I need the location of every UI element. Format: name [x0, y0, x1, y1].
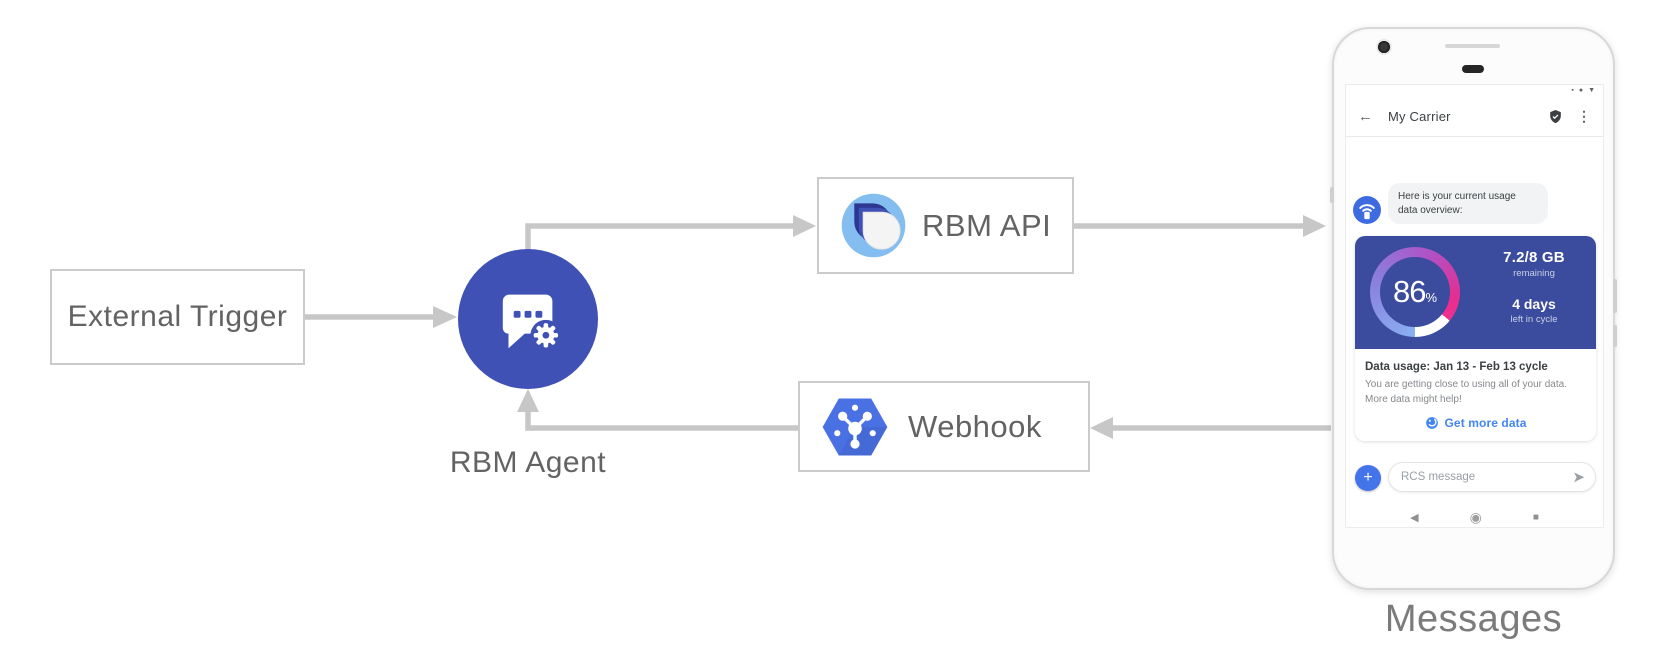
usage-card-body: Data usage: Jan 13 - Feb 13 cycle You ar… [1355, 349, 1596, 441]
rbm-api-logo-icon [841, 193, 906, 258]
chat-agent-icon [502, 294, 562, 351]
usage-percent-unit: % [1425, 290, 1438, 305]
usage-card-title: Data usage: Jan 13 - Feb 13 cycle [1365, 361, 1548, 373]
message-compose-bar: ➤ [1388, 462, 1596, 492]
verified-shield-icon [1550, 109, 1561, 123]
rcs-message-input[interactable] [1399, 470, 1567, 484]
webhook-node: Webhook [798, 381, 1090, 472]
usage-percent-value: 86 [1392, 274, 1426, 309]
send-icon[interactable]: ➤ [1572, 469, 1585, 486]
volume-button [1613, 325, 1617, 347]
speaker-grille [1445, 44, 1500, 48]
usage-gauge: 86% [1370, 247, 1460, 337]
data-remaining-value: 7.2/8 GB [1503, 249, 1565, 266]
status-triangle-icon: ▼ [1588, 87, 1595, 94]
agent-message-bubble: Here is your current usage data overview… [1388, 183, 1548, 224]
usage-card-description-line2: More data might help! [1365, 393, 1462, 405]
usage-card-description: You are getting close to using all of yo… [1365, 378, 1586, 407]
status-dot-icon: ● [1578, 87, 1584, 94]
power-button [1613, 279, 1617, 313]
arrowhead-to-rbm-api [793, 215, 816, 237]
pubsub-hexagon-icon [822, 397, 888, 456]
usage-percent: 86% [1393, 274, 1437, 310]
usage-card-header: 86% 7.2/8 GB remaining 4 days left in cy… [1355, 236, 1596, 349]
usage-stats-column: 7.2/8 GB remaining 4 days left in cycle [1479, 249, 1589, 325]
days-left-caption: left in cycle [1510, 314, 1558, 325]
sim-tray [1330, 187, 1334, 203]
attach-plus-button[interactable]: + [1355, 465, 1381, 491]
phone-screen: ▪ ● ▼ ← My Carrier ⋮ [1345, 84, 1604, 528]
arrowhead-to-phone [1303, 215, 1326, 237]
plus-icon: + [1363, 469, 1373, 486]
phone-mockup: ▪ ● ▼ ← My Carrier ⋮ [1330, 27, 1617, 590]
data-remaining-caption: remaining [1513, 268, 1555, 279]
status-bar: ▪ ● ▼ [1571, 87, 1595, 94]
nav-recents-icon[interactable]: ■ [1532, 511, 1539, 523]
rbm-api-node: RBM API [817, 177, 1074, 274]
overflow-menu-icon[interactable]: ⋮ [1577, 107, 1591, 124]
webhook-label: Webhook [908, 408, 1042, 444]
android-nav-bar: ◀ ◉ ■ [1346, 504, 1603, 527]
app-bar: ← My Carrier ⋮ [1346, 99, 1603, 133]
rbm-agent-label: RBM Agent [449, 446, 607, 479]
carrier-avatar-icon [1353, 196, 1381, 224]
front-camera [1378, 41, 1390, 53]
external-trigger-node: External Trigger [50, 269, 305, 365]
get-more-data-button[interactable]: Get more data [1365, 416, 1586, 430]
nav-back-icon[interactable]: ◀ [1410, 511, 1419, 524]
external-trigger-label: External Trigger [67, 300, 288, 333]
arrowhead-to-webhook [1090, 417, 1113, 439]
rbm-agent-node [458, 249, 598, 389]
nav-home-icon[interactable]: ◉ [1469, 508, 1482, 525]
arrowhead-webhook-to-agent [517, 389, 539, 412]
arrowhead-to-agent [433, 306, 457, 328]
days-left-value: 4 days [1512, 296, 1556, 312]
phone-caption: Messages [1384, 598, 1563, 640]
usage-card-description-line1: You are getting close to using all of yo… [1365, 379, 1567, 390]
status-square-icon: ▪ [1571, 87, 1574, 94]
get-more-data-label: Get more data [1444, 416, 1527, 430]
back-arrow-icon[interactable]: ← [1358, 107, 1373, 125]
conversation-title: My Carrier [1388, 108, 1451, 124]
appbar-divider [1346, 136, 1603, 137]
gear-icon [533, 323, 559, 348]
agent-message-text: Here is your current usage data overview… [1398, 191, 1516, 216]
get-more-data-icon [1425, 417, 1438, 429]
rbm-api-label: RBM API [922, 207, 1052, 243]
earpiece [1462, 65, 1484, 73]
usage-rich-card: 86% 7.2/8 GB remaining 4 days left in cy… [1355, 236, 1596, 441]
